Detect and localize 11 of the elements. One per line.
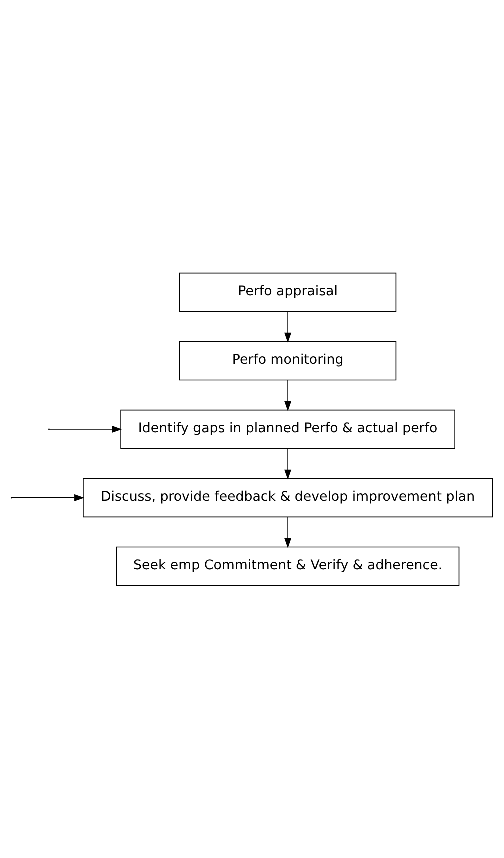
node-box: Discuss, provide feedback & develop improvement plan [83, 478, 494, 518]
arrow [284, 311, 292, 342]
node-box: Identify gaps in planned Perfo & actual perfo [120, 409, 456, 449]
arrow [284, 516, 292, 548]
arrow [284, 448, 292, 480]
node-box: Perfo appraisal [180, 272, 397, 312]
arrow [284, 380, 292, 411]
arrow [49, 425, 122, 433]
arrow [12, 494, 85, 501]
node-box: Perfo monitoring [180, 340, 397, 380]
node-box: Seek emp Commitment & Verify & adherence. [116, 546, 460, 586]
